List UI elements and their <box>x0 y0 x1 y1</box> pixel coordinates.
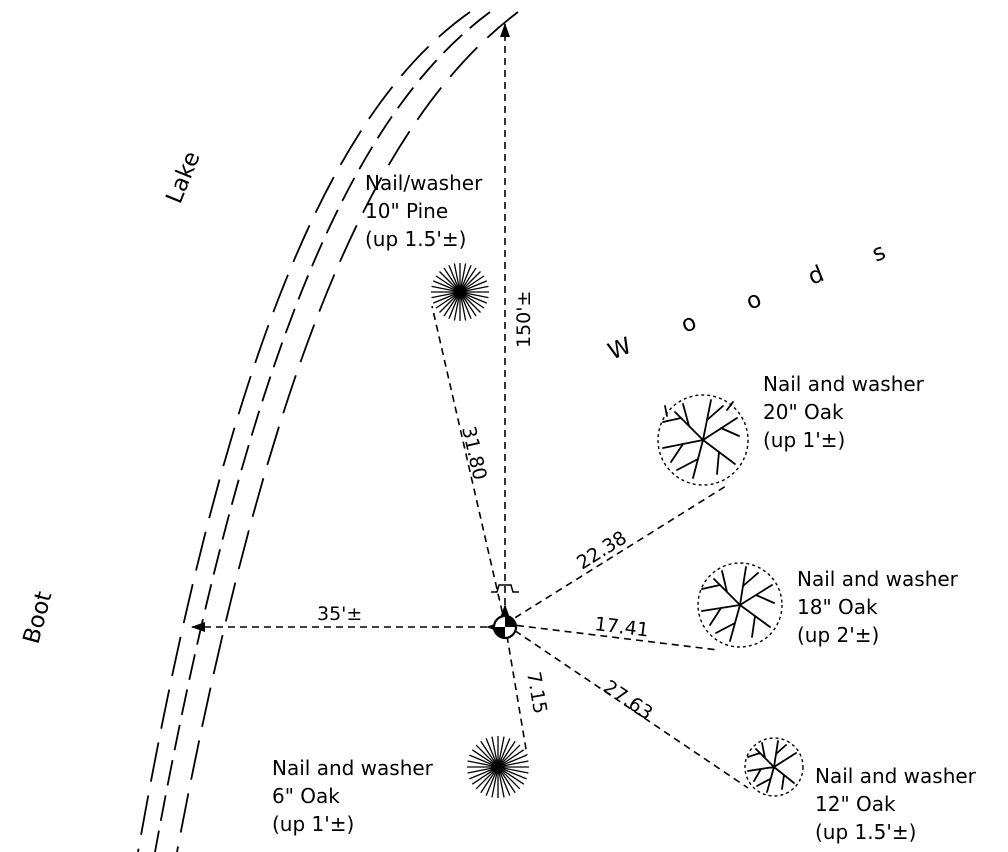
starburst-ray <box>467 760 529 774</box>
label-oak-12-line1: Nail and washer <box>815 764 977 788</box>
label-pine-10-line3: (up 1.5'±) <box>365 227 466 251</box>
label-pine-10-line2: 10" Pine <box>365 199 448 223</box>
label-oak-12-line2: 12" Oak <box>815 792 896 816</box>
distance-label-oak-6: 7.15 <box>522 670 551 715</box>
label-pine-10: Nail/washer 10" Pine (up 1.5'±) <box>365 171 483 251</box>
label-oak-12-line3: (up 1.5'±) <box>815 820 916 844</box>
survey-point-hat <box>491 584 519 593</box>
road-line-outer <box>137 11 471 852</box>
woods-letter-o2: o <box>743 286 766 315</box>
label-oak-6-line2: 6" Oak <box>272 784 340 808</box>
label-oak-6: Nail and washer 6" Oak (up 1'±) <box>272 756 434 836</box>
label-oak-6-line3: (up 1'±) <box>272 812 354 836</box>
woods-label: W o o d s <box>605 239 890 366</box>
label-oak-6-line1: Nail and washer <box>272 756 434 780</box>
woods-letter-w: W <box>605 333 636 366</box>
survey-point <box>491 584 519 640</box>
label-pine-10-line1: Nail/washer <box>365 171 483 195</box>
oak-6-tree-icon <box>467 736 529 798</box>
label-oak-18-line2: 18" Oak <box>797 595 878 619</box>
label-oak-18-line3: (up 2'±) <box>797 623 879 647</box>
tie-line-oak-12 <box>504 623 749 789</box>
tie-line-oak-20 <box>504 485 727 625</box>
oak-20-tree-icon <box>657 394 749 486</box>
woods-letter-o1: o <box>678 309 701 338</box>
woods-letter-s: s <box>869 239 890 268</box>
survey-point-fill <box>505 616 516 627</box>
label-oak-12: Nail and washer 12" Oak (up 1.5'±) <box>815 764 977 844</box>
distance-label-oak-12: 27.63 <box>599 676 656 725</box>
pine-tree-icon <box>431 263 489 321</box>
road-line-center <box>154 11 491 852</box>
distance-label-pine-10: 31.80 <box>457 424 491 482</box>
dimension-label-west: 35'± <box>317 603 362 625</box>
oak-12-tree-icon <box>744 737 804 797</box>
tie-line-pine-10 <box>431 305 506 625</box>
label-oak-20: Nail and washer 20" Oak (up 1'±) <box>763 372 925 452</box>
dimension-label-north: 150'± <box>513 291 535 348</box>
boot-label: Boot <box>19 589 58 647</box>
woods-letter-d: d <box>805 261 828 291</box>
dimension-west: 35'± <box>191 603 500 632</box>
label-oak-20-line3: (up 1'±) <box>763 428 845 452</box>
label-oak-18: Nail and washer 18" Oak (up 2'±) <box>797 567 959 647</box>
tie-lines <box>431 305 749 789</box>
dimension-north: 150'± <box>500 23 535 618</box>
starburst-ray <box>431 285 489 299</box>
label-oak-18-line1: Nail and washer <box>797 567 959 591</box>
oak-18-tree-icon <box>697 562 783 648</box>
distance-label-oak-20: 22.38 <box>573 527 631 574</box>
road-lines <box>137 11 519 852</box>
label-oak-20-line2: 20" Oak <box>763 400 844 424</box>
distance-label-oak-18: 17.41 <box>593 613 650 641</box>
lake-label: Lake <box>161 148 205 207</box>
survey-point-fill-2 <box>494 627 505 638</box>
tie-line-oak-6 <box>504 623 528 756</box>
road-line-inner <box>176 11 519 852</box>
label-oak-20-line1: Nail and washer <box>763 372 925 396</box>
